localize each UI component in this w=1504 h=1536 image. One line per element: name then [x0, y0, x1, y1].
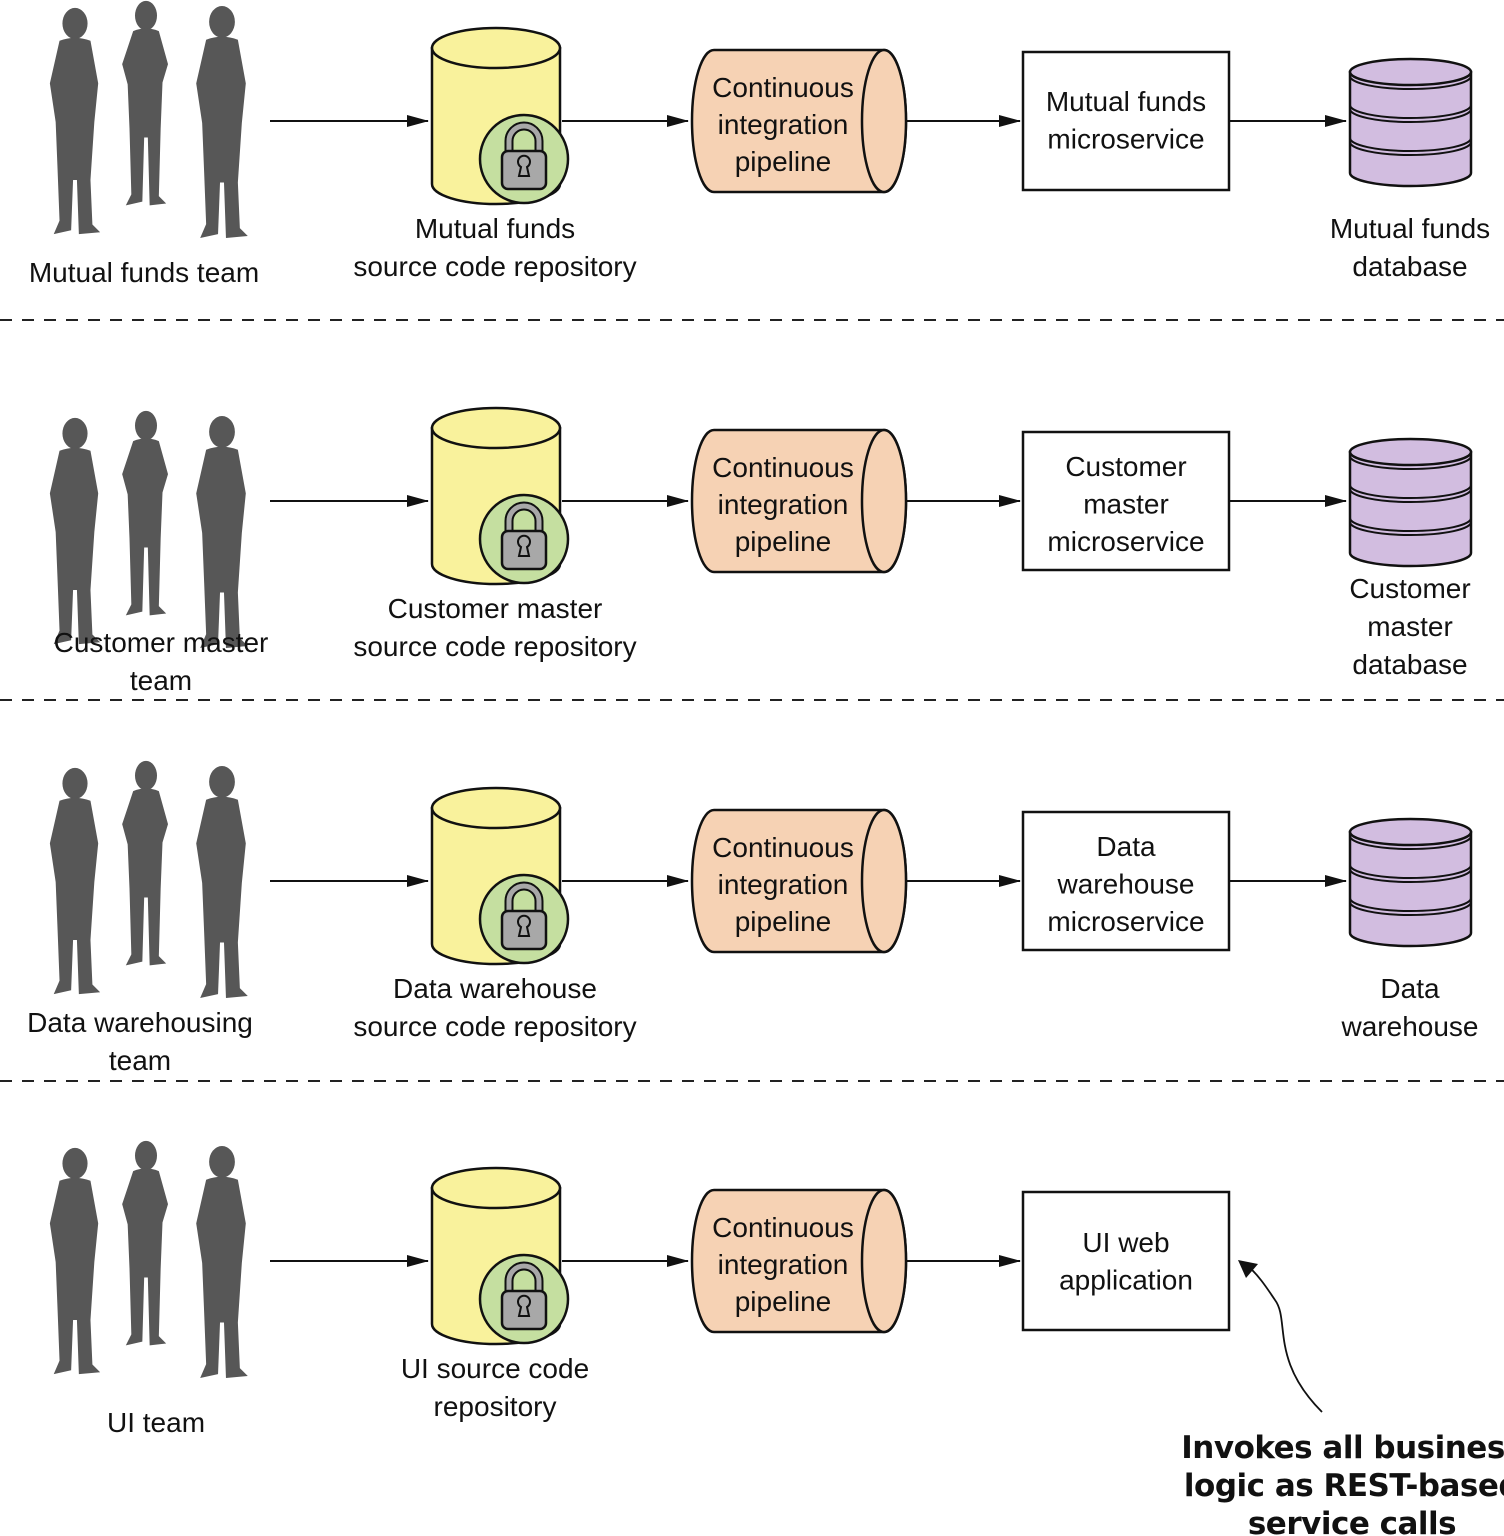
microservice-label-line: Mutual funds	[1046, 86, 1206, 117]
people-silhouette-icon	[49, 0, 248, 239]
microservice-box	[1021, 430, 1231, 572]
team-label-line: Mutual funds team	[29, 257, 259, 288]
padlock-icon	[478, 113, 570, 205]
repository-label-line: source code repository	[353, 251, 636, 282]
microservice-label-line: UI web	[1082, 1227, 1169, 1258]
database-label-line: Data	[1380, 973, 1440, 1004]
repository-label-line: Customer master	[388, 593, 603, 624]
people-silhouette-icon	[49, 760, 248, 999]
database-label-line: database	[1352, 251, 1467, 282]
pipeline-label-line: integration	[718, 109, 849, 140]
pipeline-label-line: pipeline	[735, 1286, 832, 1317]
database-icon	[1348, 57, 1473, 188]
microservice-label-line: warehouse	[1057, 869, 1195, 900]
microservice-label-line: Customer	[1065, 451, 1186, 482]
team-label-line: Customer master	[54, 627, 269, 658]
pipeline-label-line: pipeline	[735, 526, 832, 557]
microservice-label-line: microservice	[1047, 526, 1204, 557]
padlock-icon	[478, 493, 570, 585]
microservice-label-line: master	[1083, 489, 1169, 520]
pipeline-label: Continuous integration pipeline	[712, 452, 854, 557]
team-label: Data warehousing team	[27, 1007, 253, 1076]
pipeline-label-line: integration	[718, 489, 849, 520]
microservice-label: Data warehouse microservice	[1047, 831, 1204, 937]
microservice-box	[1021, 50, 1231, 192]
padlock-icon	[478, 1253, 570, 1345]
team-row: Customer master team Customer master source…	[49, 406, 1473, 696]
annotation-note-line: Invokes all business	[1181, 1430, 1504, 1466]
people-silhouette-icon	[49, 410, 248, 649]
microservice-label-line: microservice	[1047, 124, 1204, 155]
pipeline-cylinder-icon	[690, 1188, 908, 1334]
team-label-line: Data warehousing	[27, 1007, 253, 1038]
repository-label: UI source code repository	[401, 1353, 589, 1422]
annotation-note-line: service calls	[1248, 1506, 1456, 1536]
database-label: Mutual funds database	[1330, 213, 1490, 282]
pipeline-label: Continuous integration pipeline	[712, 72, 854, 177]
pipeline-label-line: Continuous	[712, 72, 854, 103]
microservice-label: Customer master microservice	[1047, 451, 1204, 557]
pipeline-label-line: integration	[718, 869, 849, 900]
repository-label-line: Mutual funds	[415, 213, 575, 244]
pipeline-label: Continuous integration pipeline	[712, 1212, 854, 1317]
pipeline-label-line: pipeline	[735, 146, 832, 177]
repository-label: Data warehouse source code repository	[353, 973, 636, 1042]
database-label-line: Customer	[1349, 573, 1470, 604]
database-label-line: master	[1367, 611, 1453, 642]
microservice-label: UI web application	[1059, 1227, 1193, 1296]
microservice-box	[1021, 810, 1231, 952]
database-label-line: database	[1352, 649, 1467, 680]
microservice-label: Mutual funds microservice	[1046, 86, 1206, 155]
repository-label-line: repository	[434, 1391, 557, 1422]
database-label-line: warehouse	[1341, 1011, 1479, 1042]
annotation-arrow	[1247, 1265, 1323, 1413]
pipeline-label: Continuous integration pipeline	[712, 832, 854, 937]
database-icon	[1348, 437, 1473, 568]
people-silhouette-icon	[49, 1140, 248, 1379]
padlock-icon	[478, 873, 570, 965]
pipeline-label-line: integration	[718, 1249, 849, 1280]
pipeline-cylinder-icon	[690, 48, 908, 194]
database-label-line: Mutual funds	[1330, 213, 1490, 244]
repository-label: Customer master source code repository	[353, 593, 636, 662]
repository-label: Mutual funds source code repository	[353, 213, 636, 282]
microservice-label-line: application	[1059, 1265, 1193, 1296]
team-label: Mutual funds team	[29, 257, 259, 288]
pipeline-cylinder-icon	[690, 428, 908, 574]
pipeline-cylinder-icon	[690, 808, 908, 954]
team-label-line: team	[109, 1045, 171, 1076]
microservice-label-line: Data	[1096, 831, 1156, 862]
repository-label-line: source code repository	[353, 1011, 636, 1042]
repository-label-line: Data warehouse	[393, 973, 597, 1004]
annotation-arrowhead	[1238, 1260, 1258, 1278]
microservice-label-line: microservice	[1047, 906, 1204, 937]
repository-label-line: source code repository	[353, 631, 636, 662]
team-label: Customer master team	[54, 627, 269, 696]
team-row: UI team UI source code repository Continuou…	[49, 1140, 1231, 1438]
pipeline-label-line: Continuous	[712, 1212, 854, 1243]
microservice-box	[1021, 1190, 1231, 1332]
team-label-line: UI team	[107, 1407, 205, 1438]
team-label-line: team	[130, 665, 192, 696]
team-label: UI team	[107, 1407, 205, 1438]
row-separators	[0, 319, 1504, 1082]
database-label: Customer master database	[1349, 573, 1470, 680]
annotation-note-line: logic as REST-based	[1184, 1468, 1504, 1504]
team-row: Mutual funds team Mutual funds source code…	[29, 0, 1490, 288]
repository-label-line: UI source code	[401, 1353, 589, 1384]
database-label: Data warehouse	[1341, 973, 1479, 1042]
pipeline-label-line: Continuous	[712, 832, 854, 863]
team-row: Data warehousing team Data warehouse source…	[27, 760, 1479, 1076]
database-icon	[1348, 817, 1473, 948]
pipeline-label-line: pipeline	[735, 906, 832, 937]
pipeline-label-line: Continuous	[712, 452, 854, 483]
